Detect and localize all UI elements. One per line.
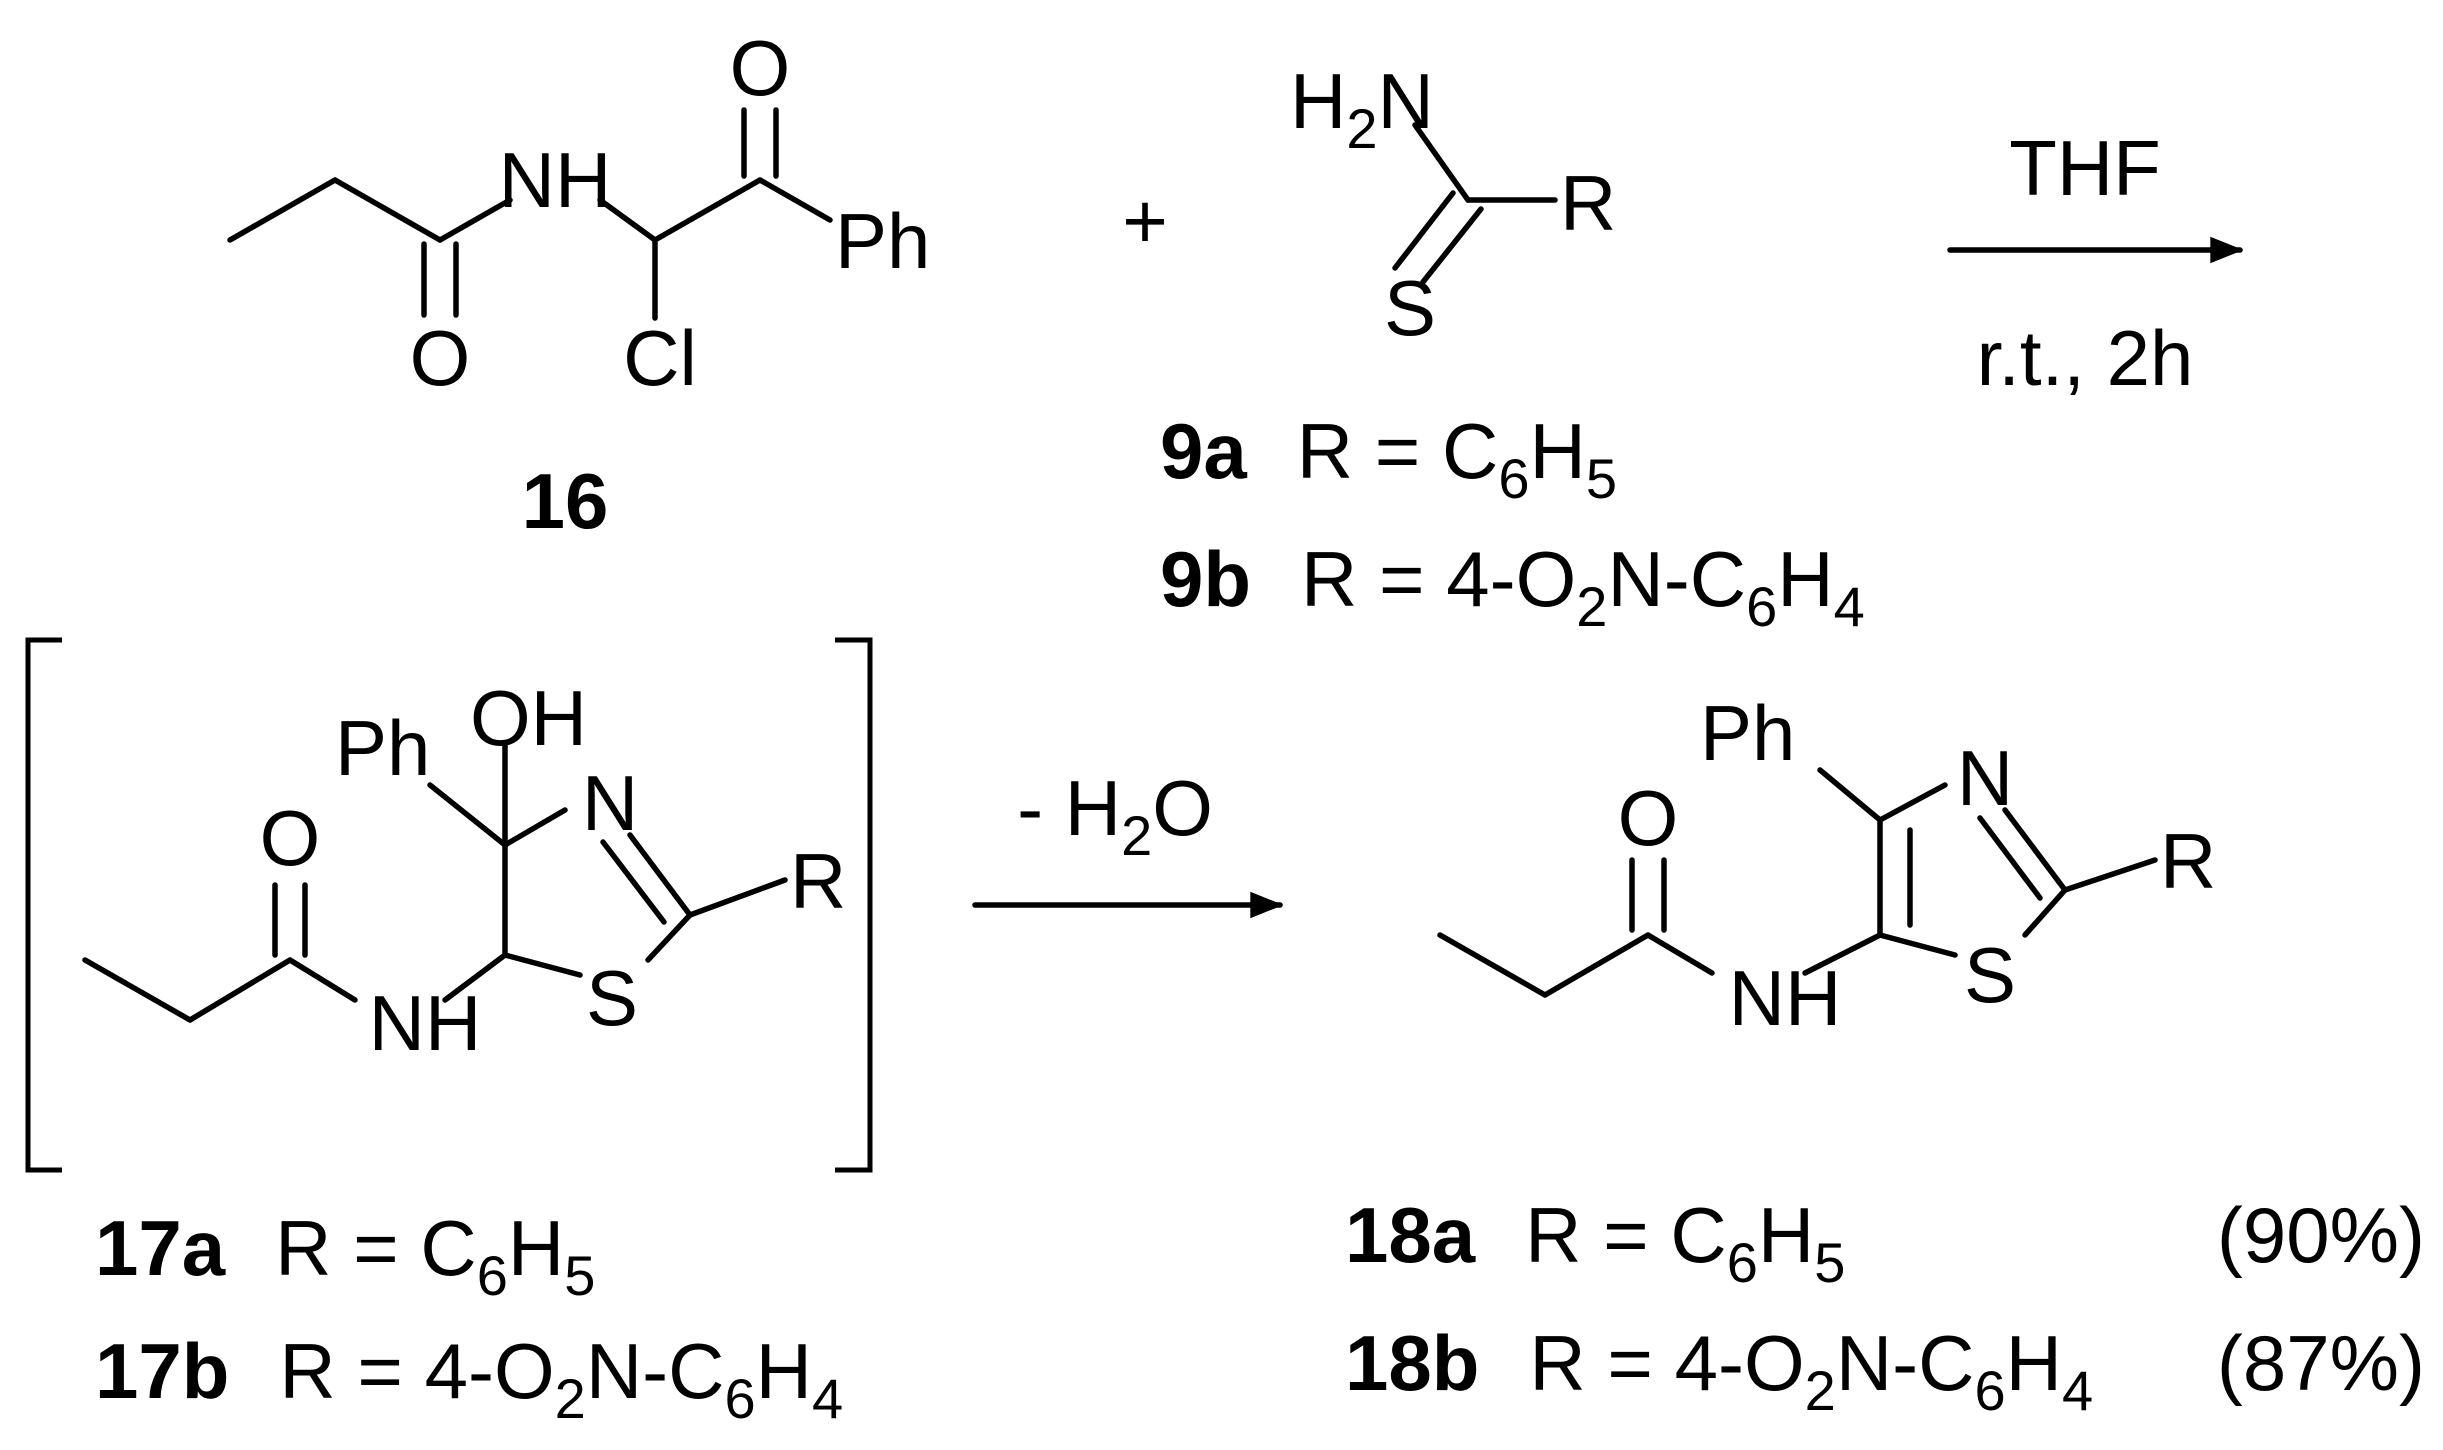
c18-ring-sulfur: S (1964, 931, 2016, 1019)
c18-amide-nh: NH (1729, 954, 1842, 1042)
c17-phenyl: Ph (335, 704, 430, 792)
compound-18-structure: O Ph N R NH S (1437, 689, 2216, 1042)
plus-sign: + (1122, 177, 1168, 265)
c17-hydroxyl: OH (470, 674, 587, 762)
c18-ring-nitrogen: N (1957, 734, 2013, 822)
left-bracket (25, 637, 62, 1173)
c17-ring-nitrogen: N (582, 759, 638, 847)
compound-18a-yield: (90%) (2217, 1191, 2425, 1279)
arrow-1-conditions: r.t., 2h (1977, 314, 2194, 402)
c17-r-group: R (790, 837, 846, 925)
c16-chlorine: Cl (623, 314, 697, 402)
c17-ring-sulfur: S (586, 954, 638, 1042)
c16-amide-oxygen: O (410, 314, 471, 402)
compound-18b-yield: (87%) (2217, 1319, 2425, 1407)
c9-r-group: R (1560, 159, 1616, 247)
c18-phenyl: Ph (1700, 689, 1795, 777)
arrow-1-reagent: THF (2009, 124, 2161, 212)
arrow-2-condition: - H2O (1017, 764, 1213, 867)
c17-amide-oxygen: O (260, 794, 321, 882)
c9-sulfur: S (1384, 264, 1436, 352)
c16-phenyl: Ph (835, 197, 930, 285)
c9-amine: H2N (1290, 57, 1434, 160)
compound-17-structure: O Ph OH N R NH S (82, 674, 846, 1067)
right-bracket (835, 637, 873, 1173)
c18-amide-oxygen: O (1618, 774, 1679, 862)
c18-r-group: R (2160, 817, 2216, 905)
compound-16-label: 16 (522, 457, 609, 545)
compound-9-structure: H2N R S (1290, 57, 1616, 352)
compound-16-structure: O NH O Ph Cl (227, 24, 930, 402)
c16-amide-nh: NH (499, 136, 612, 224)
c16-ketone-oxygen: O (730, 24, 791, 112)
c17-amide-nh: NH (369, 979, 482, 1067)
